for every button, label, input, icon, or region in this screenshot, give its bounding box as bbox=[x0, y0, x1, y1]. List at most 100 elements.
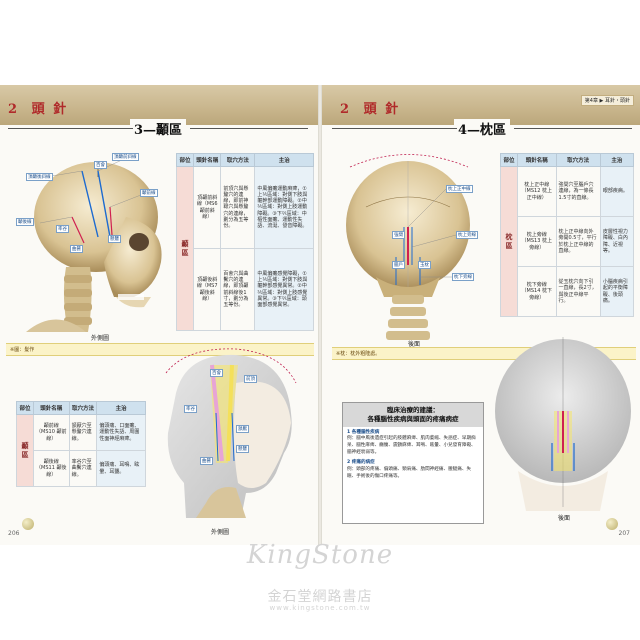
watermark-brand: KingStone bbox=[246, 540, 394, 570]
chapter-title: 頭 針 bbox=[31, 102, 69, 117]
col-header: 主治 bbox=[254, 153, 314, 167]
head-lateral-figure bbox=[165, 348, 297, 518]
cell-method: 百會穴與曲鬢穴的連線，即頂顳前斜線後1寸，劃分為五等份。 bbox=[220, 248, 256, 331]
col-header: 部位 bbox=[500, 153, 518, 167]
book-gutter bbox=[318, 85, 322, 545]
table-row: 頂顳後斜線（MS7 顳後斜線） 百會穴與曲鬢穴的連線，即頂顳前斜線後1寸，劃分為… bbox=[177, 248, 314, 331]
label-temporal-anterior-line: 顳前線 bbox=[140, 189, 158, 197]
left-banner: 2 頭 針 3—顳區 bbox=[0, 85, 318, 138]
page-number-right: 207 bbox=[618, 530, 630, 537]
clinical-section-1-head: 1 各種腦性疾病 bbox=[347, 429, 380, 435]
clinical-section-1-body: 例：腦中風後遺症引起的肢體麻痺、肌肉萎縮、失語症、早期痴呆、腦性麻痺、癲癇、震顫… bbox=[347, 436, 476, 456]
label-shuaigu-2: 率谷 bbox=[184, 405, 197, 413]
chapter-number: 2 bbox=[340, 102, 352, 117]
temporal-table-2: 部位 頭針名稱 取穴方法 主治 顳區 顳前線（MS10 顳前線） 頷厭穴至懸釐穴… bbox=[16, 401, 146, 487]
figure1-caption: 後面 bbox=[407, 341, 420, 348]
cell-treatment: 小腦疾病引起的平衡障礙、後頭痛。 bbox=[599, 266, 635, 317]
table-row: 顳區 頂顳前斜線（MS6 顳前斜線） 前頂穴與懸釐穴的連線，即前神聰穴與懸釐穴的… bbox=[176, 166, 314, 331]
cell-method: 前頂穴與懸釐穴的連線，即前神聰穴與懸釐穴的連線，劃分為五等份。 bbox=[220, 166, 256, 249]
figure2-caption: 外側圖 bbox=[210, 529, 229, 536]
label-hanyan: 頷厭 bbox=[236, 425, 249, 433]
header-tag: 第4章 ▶ 耳針・頭針 bbox=[580, 95, 634, 106]
cell-name: 枕上旁線（MS13 枕上旁線） bbox=[517, 216, 557, 267]
chapter-number: 2 bbox=[8, 102, 20, 117]
chapter-heading: 2 頭 針 bbox=[340, 98, 400, 117]
label-baihui-2: 百會 bbox=[210, 369, 223, 377]
right-page: 2 頭 針 第4章 ▶ 耳針・頭針 4—枕區 bbox=[322, 85, 640, 545]
label-occipital-lower-lateral: 枕下旁線 bbox=[452, 273, 474, 281]
label-qiangjian: 強間 bbox=[392, 231, 405, 239]
label-occipital-upper-midline: 枕上正中線 bbox=[446, 185, 473, 193]
left-note: ※圖：髮作 bbox=[6, 343, 314, 356]
cell-method: 率谷穴至曲鬢穴連線。 bbox=[68, 450, 98, 487]
cell-method: 枕上正中線向外旁開0.5寸，平行於枕上正中線的直線。 bbox=[555, 216, 601, 267]
label-occipital-upper-lateral: 枕上旁線 bbox=[456, 231, 478, 239]
cell-method: 頷厭穴至懸釐穴連線。 bbox=[68, 414, 98, 451]
category-cell: 枕區 bbox=[500, 166, 518, 317]
cell-treatment: 中風偏癱運動麻痺，①上⅕區域：對側下肢與軀幹部運動障礙。②中⅖區域：對側上肢運動… bbox=[254, 166, 314, 249]
occipital-table: 部位 頭針名稱 取穴方法 主治 枕區 枕上正中線（MS12 枕上正中線） 強間穴… bbox=[500, 153, 635, 317]
page-number-left: 206 bbox=[8, 530, 20, 537]
clinical-section-2-head: 2 疼痛的病症 bbox=[347, 460, 375, 466]
col-header: 取穴方法 bbox=[555, 153, 601, 167]
label-parietotemporal-anterior: 頂顳前斜線 bbox=[112, 153, 139, 161]
col-header: 主治 bbox=[599, 153, 635, 167]
cell-treatment: 皮層性視力障礙、白內障、近視等。 bbox=[599, 216, 635, 267]
right-banner: 2 頭 針 第4章 ▶ 耳針・頭針 4—枕區 bbox=[322, 85, 640, 138]
cell-name: 頂顳後斜線（MS7 顳後斜線） bbox=[192, 248, 222, 331]
title-rule bbox=[514, 128, 632, 129]
col-header: 取穴方法 bbox=[68, 401, 98, 415]
col-header: 頭針名稱 bbox=[192, 153, 222, 167]
label-naohu: 腦戶 bbox=[392, 261, 405, 269]
decor-orb bbox=[606, 518, 618, 530]
label-qianding: 前頂 bbox=[244, 375, 257, 383]
col-header: 部位 bbox=[176, 153, 194, 167]
label-yuzhen: 玉枕 bbox=[418, 261, 431, 269]
table-row: 枕下旁線（MS14 枕下旁線） 從玉枕穴向下引一直線，長2寸，與後正中線平行。 … bbox=[501, 266, 635, 317]
col-header: 頭針名稱 bbox=[33, 401, 70, 415]
cell-treatment: 眼部疾病。 bbox=[599, 166, 635, 217]
table-row: 顳區 顳前線（MS10 顳前線） 頷厭穴至懸釐穴連線。 偏頭痛、口面癱、運動性失… bbox=[16, 414, 146, 487]
skull-posterior-figure bbox=[346, 154, 470, 340]
section-title: 3—顳區 bbox=[130, 119, 187, 138]
title-rule bbox=[190, 128, 308, 129]
cell-treatment: 中風偏癱感覺障礙，①上⅕區域：對側下肢與軀幹部感覺異常。②中⅖區域：對側上肢感覺… bbox=[254, 248, 314, 331]
label-xuanli: 懸釐 bbox=[108, 235, 121, 243]
clinical-box-header: 臨床治療的建議： 各種腦性疾病與頭面的疼痛病症 bbox=[343, 403, 483, 427]
table-row: 顳後線（MS11 顳後線） 率谷穴至曲鬢穴連線。 偏頭痛、耳鳴、眩暈、耳聾。 bbox=[17, 450, 146, 487]
clinical-box-title-2: 各種腦性疾病與頭面的疼痛病症 bbox=[367, 414, 459, 423]
label-baihui: 百會 bbox=[94, 161, 107, 169]
clinical-box-body: 1 各種腦性疾病 例：腦中風後遺症引起的肢體麻痺、肌肉萎縮、失語症、早期痴呆、腦… bbox=[343, 427, 483, 484]
label-qubin-2: 曲鬢 bbox=[200, 457, 213, 465]
label-xuanli-2: 懸釐 bbox=[236, 445, 249, 453]
col-header: 頭針名稱 bbox=[517, 153, 557, 167]
label-temporal-posterior-line: 顳後線 bbox=[16, 218, 34, 226]
decor-orb bbox=[22, 518, 34, 530]
head-posterior-figure bbox=[495, 337, 631, 511]
section-title: 4—枕區 bbox=[454, 119, 511, 138]
temporal-table-1: 部位 頭針名稱 取穴方法 主治 顳區 頂顳前斜線（MS6 顳前斜線） 前頂穴與懸… bbox=[176, 153, 314, 331]
figure1-caption: 外側圖 bbox=[90, 335, 109, 342]
clinical-box-title-1: 臨床治療的建議： bbox=[387, 406, 439, 414]
chapter-title: 頭 針 bbox=[363, 102, 401, 117]
chapter-heading: 2 頭 針 bbox=[8, 98, 68, 117]
clinical-section-2-body: 例：頭部的疼痛、偏頭痛、頸肩痛、肋間神經痛、腰腿痛、失眠、手術後的傷口疼痛等。 bbox=[347, 466, 472, 479]
cell-name: 枕下旁線（MS14 枕下旁線） bbox=[517, 266, 557, 317]
title-rule bbox=[332, 128, 457, 129]
cell-name: 頂顳前斜線（MS6 顳前斜線） bbox=[192, 166, 222, 249]
watermark-url: www.kingstone.com.tw bbox=[269, 604, 371, 612]
title-rule bbox=[8, 128, 133, 129]
col-header: 取穴方法 bbox=[220, 153, 256, 167]
label-shuaigu: 率谷 bbox=[56, 225, 69, 233]
watermark-cn: 金石堂網路書店 bbox=[267, 589, 373, 605]
category-cell: 顳區 bbox=[176, 166, 194, 331]
cell-treatment: 偏頭痛、耳鳴、眩暈、耳聾。 bbox=[96, 450, 146, 487]
cell-name: 枕上正中線（MS12 枕上正中線） bbox=[517, 166, 557, 217]
cell-name: 顳後線（MS11 顳後線） bbox=[33, 450, 70, 487]
cell-method: 強間穴至腦戶穴連線，為一條長1.5寸的直線。 bbox=[555, 166, 601, 217]
clinical-advice-box: 臨床治療的建議： 各種腦性疾病與頭面的疼痛病症 1 各種腦性疾病 例：腦中風後遺… bbox=[342, 402, 484, 524]
figure2-caption: 後面 bbox=[557, 515, 570, 522]
left-page: 2 頭 針 3—顳區 bbox=[0, 85, 318, 545]
cell-treatment: 偏頭痛、口面癱、運動性失語、周圍性面神經麻痺。 bbox=[96, 414, 146, 451]
